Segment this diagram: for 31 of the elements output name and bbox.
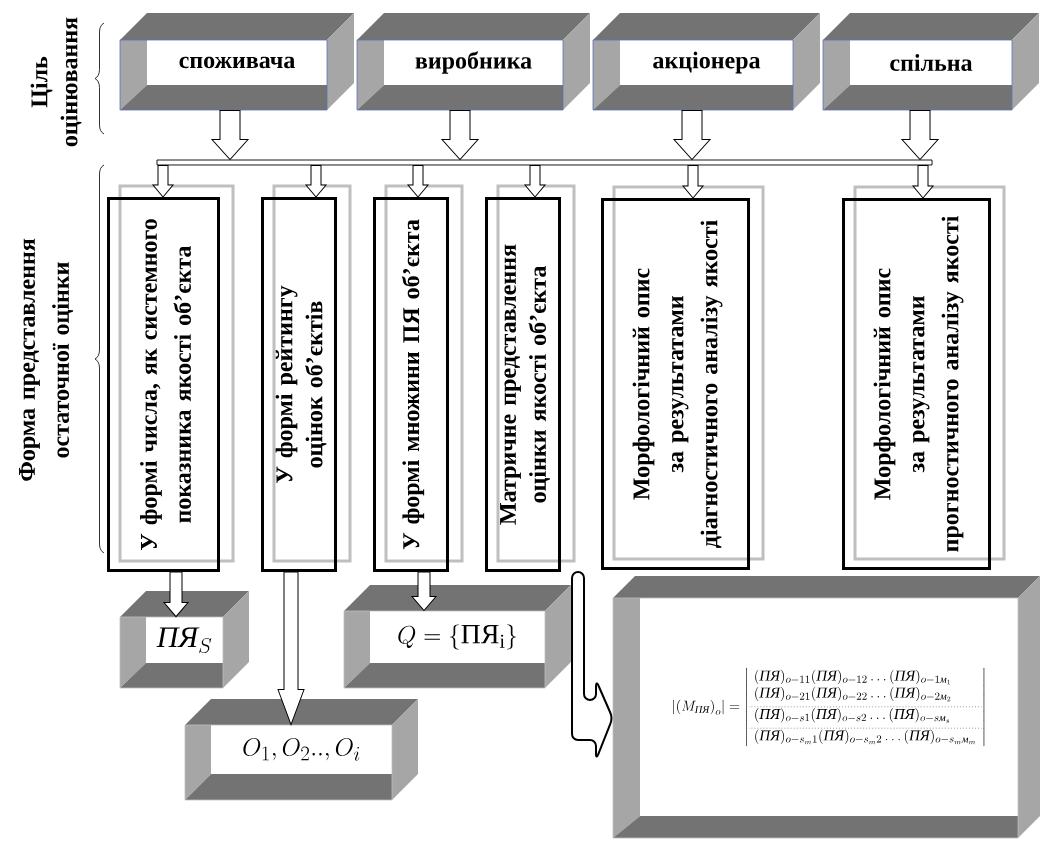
text-box: Матричне представлення оцінки якості об’єкта <box>485 184 576 572</box>
block-arrow <box>673 109 711 161</box>
block-arrow <box>277 571 305 726</box>
block-arrow <box>901 109 939 161</box>
text-box: Морфологічний опис за результатами прогностичного аналізу якості <box>842 185 1006 570</box>
block-arrow <box>211 109 249 161</box>
side-label: Форма представлення остаточної оцінки <box>19 238 73 481</box>
block-arrow <box>152 164 174 198</box>
bus-bar <box>156 159 933 166</box>
matrix-box: $\left|\left(M_{\textit{ПЯ}}\right)_{o}\right| = \left|\begin{array}{l}(\textit{ПЯ})_{o-11}(\textit{ПЯ})_{o-12}\ldots(\textit{ПЯ})_{o-1\textit{м}_{1}}\\(\textit{ПЯ})_{o-21}(\textit{ПЯ})_{o-22}\ldots(\textit{ПЯ})_{o-2\textit{м}_{2}}\\[4pt]\hdashline[1pt/2pt](\textit{ПЯ})_{o-s1}(\textit{ПЯ})_{o-s2}\ldots(\textit{ПЯ})_{o-s\textit{м}_{s}}\\[4pt]\hdashline[1pt/2pt](\textit{ПЯ})_{o-s_{m}1}(\textit{ПЯ})_{o-s_{m}2}\ldots(\textit{ПЯ})_{o-s_{m}\textit{м}_{m}}\end{array}\right|$ <box>612 576 1040 839</box>
bent-arrow <box>571 571 613 758</box>
box-3d: акціонера <box>592 13 820 111</box>
block-arrow <box>524 164 546 198</box>
block-arrow <box>305 164 327 198</box>
block-arrow <box>682 164 704 199</box>
box-3d: спільна <box>822 13 1039 111</box>
box-3d: виробника <box>356 13 590 111</box>
block-arrow <box>163 571 189 618</box>
text-box: У формі множини ПЯ об’єкта <box>373 184 464 572</box>
formula-box: $\textit{ПЯ}_{S}$ <box>119 591 249 689</box>
block-arrow <box>912 164 934 199</box>
block-arrow <box>441 109 479 161</box>
text-box: У формі рейтингу оцінок об’єктів <box>261 184 352 572</box>
box-3d: споживача <box>119 13 354 111</box>
block-arrow <box>407 164 429 198</box>
text-box: Морфологічний опис за результатами діагностичного аналізу якості <box>601 185 765 570</box>
formula-box: $O_{1},O_{2}..,O_{i}$ <box>184 699 418 801</box>
formula-box: $Q = \left\{\text{ПЯ}_{\mathrm{i}}\right\}$ <box>343 585 571 689</box>
block-arrow <box>411 571 437 612</box>
side-label: Ціль оцінювання <box>30 17 82 147</box>
text-box: У формі числа, як системного показника якості об’єкта <box>107 184 235 572</box>
